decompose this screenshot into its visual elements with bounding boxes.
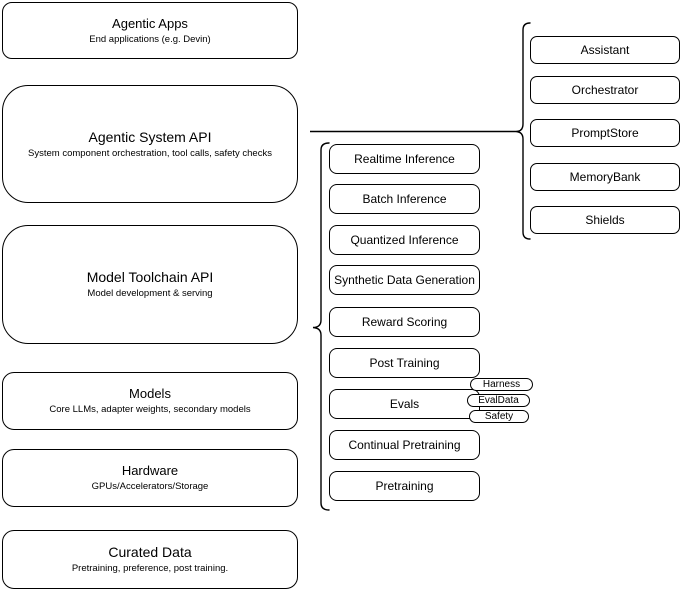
- node-batch-inference: Batch Inference: [329, 184, 480, 214]
- node-promptstore: PromptStore: [530, 119, 680, 147]
- node-curated-data: Curated Data Pretraining, preference, po…: [2, 530, 298, 589]
- system-components-brace: [515, 22, 531, 240]
- node-assistant: Assistant: [530, 36, 680, 64]
- node-pretraining: Pretraining: [329, 471, 480, 501]
- node-model-toolchain-api: Model Toolchain API Model development & …: [2, 225, 298, 344]
- node-continual-pretraining: Continual Pretraining: [329, 430, 480, 460]
- tag-evaldata: EvalData: [467, 394, 530, 407]
- node-reward-scoring: Reward Scoring: [329, 307, 480, 337]
- node-subtitle: End applications (e.g. Devin): [89, 33, 211, 45]
- node-subtitle: GPUs/Accelerators/Storage: [91, 481, 209, 493]
- node-title: Agentic System API: [88, 128, 212, 145]
- node-title: Curated Data: [108, 544, 192, 561]
- node-title: Model Toolchain API: [86, 269, 214, 286]
- node-subtitle: Model development & serving: [87, 288, 213, 300]
- node-quantized-inference: Quantized Inference: [329, 225, 480, 255]
- node-shields: Shields: [530, 206, 680, 234]
- node-post-training: Post Training: [329, 348, 480, 378]
- node-memorybank: MemoryBank: [530, 163, 680, 191]
- node-subtitle: Pretraining, preference, post training.: [71, 563, 229, 575]
- node-subtitle: System component orchestration, tool cal…: [28, 147, 272, 159]
- node-evals: Evals: [329, 389, 480, 419]
- node-hardware: Hardware GPUs/Accelerators/Storage: [2, 449, 298, 507]
- tag-harness: Harness: [470, 378, 533, 391]
- node-realtime-inference: Realtime Inference: [329, 144, 480, 174]
- node-models: Models Core LLMs, adapter weights, secon…: [2, 372, 298, 430]
- node-agentic-system-api: Agentic System API System component orch…: [2, 85, 298, 203]
- tag-safety: Safety: [469, 410, 529, 423]
- node-title: Agentic Apps: [112, 15, 188, 31]
- node-orchestrator: Orchestrator: [530, 76, 680, 104]
- node-title: Hardware: [121, 463, 179, 479]
- node-subtitle: Core LLMs, adapter weights, secondary mo…: [49, 404, 251, 416]
- toolchain-services-brace: [312, 142, 330, 511]
- node-synthetic-data-generation: Synthetic Data Generation: [329, 265, 480, 295]
- node-agentic-apps: Agentic Apps End applications (e.g. Devi…: [2, 2, 298, 59]
- node-title: Models: [129, 386, 171, 402]
